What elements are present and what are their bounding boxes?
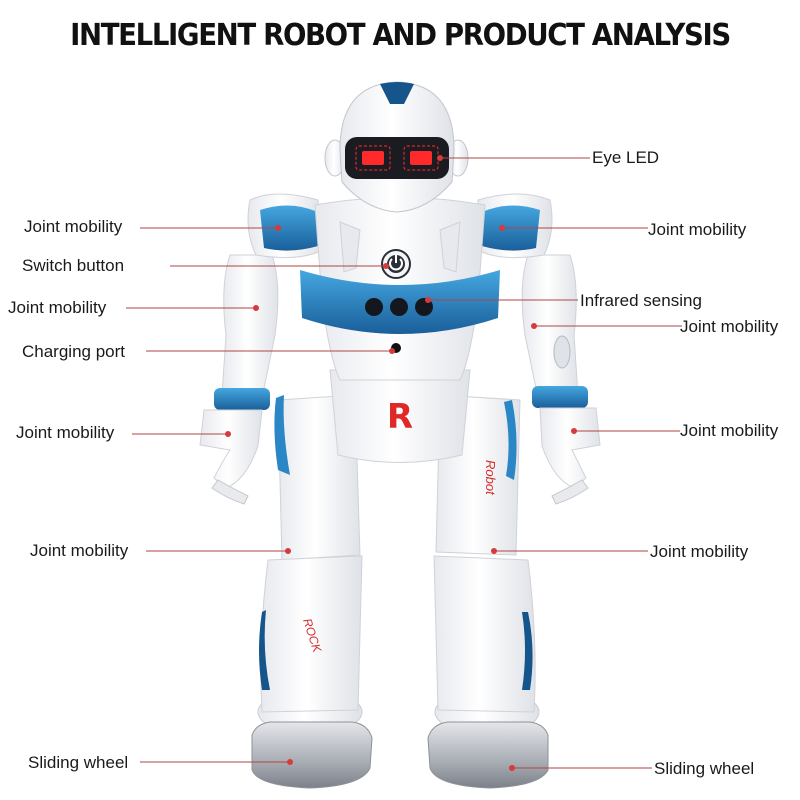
pelvis: R [329, 369, 471, 463]
robot-head [324, 81, 469, 213]
label-infrared-sensing: Infrared sensing [580, 291, 702, 310]
label-joint-mobility-right-elbow: Joint mobility [680, 317, 779, 336]
left-arm [199, 254, 279, 505]
label-sliding-wheel-left: Sliding wheel [28, 753, 129, 772]
label-joint-mobility-left-wrist: Joint mobility [16, 423, 115, 442]
eye-led-left [355, 145, 391, 171]
chest-letter-decal: R [387, 397, 413, 437]
label-joint-mobility-left-elbow: Joint mobility [8, 298, 107, 317]
label-joint-mobility-right-wrist: Joint mobility [680, 421, 779, 440]
label-charging-port: Charging port [22, 342, 126, 361]
label-joint-mobility-right-shoulder: Joint mobility [648, 220, 747, 239]
callout-leaders [126, 157, 682, 769]
thigh-decal-text: Robot [483, 460, 498, 496]
page-title: INTELLIGENT ROBOT AND PRODUCT ANALYSIS [70, 18, 731, 53]
left-leg: ROCK [259, 394, 363, 713]
label-joint-mobility-left-shoulder: Joint mobility [24, 217, 123, 236]
label-joint-mobility-right-knee: Joint mobility [650, 542, 749, 561]
label-joint-mobility-left-knee: Joint mobility [30, 541, 129, 560]
left-shoulder [247, 193, 323, 259]
label-sliding-wheel-right: Sliding wheel [654, 759, 755, 778]
right-arm [521, 254, 601, 505]
label-eye-led: Eye LED [592, 148, 660, 167]
right-shoulder [477, 193, 553, 259]
label-switch-button: Switch button [22, 256, 125, 275]
callout-dots [225, 155, 577, 771]
torso [300, 197, 500, 381]
